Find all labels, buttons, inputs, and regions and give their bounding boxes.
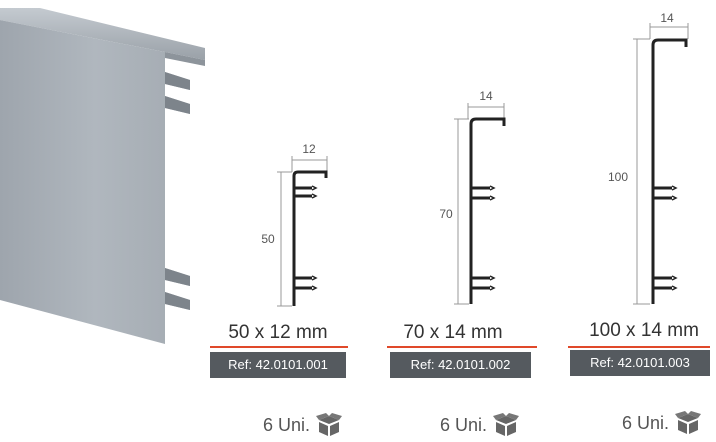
profile-1-pack-label: 6 Uni.	[263, 414, 311, 435]
profile-drawing-3: 14 100	[608, 11, 689, 305]
profile-photo	[0, 8, 205, 344]
profile-3-width-label: 14	[660, 11, 674, 25]
profile-2-ref-badge: Ref: 42.0101.002	[390, 352, 531, 378]
profile-1-ref-badge: Ref: 42.0101.001	[210, 352, 346, 378]
profile-3-pack: 6 Uni.	[622, 410, 702, 436]
profile-1-pack: 6 Uni.	[263, 412, 343, 438]
profile-3-underline	[568, 346, 710, 348]
profile-3-pack-label: 6 Uni.	[622, 412, 670, 433]
profile-2-size: 70 x 14 mm	[403, 322, 503, 343]
profile-drawing-1: 12 50	[261, 142, 328, 307]
profile-1-size: 50 x 12 mm	[228, 322, 328, 343]
profile-1-underline	[210, 346, 348, 348]
profile-1-width-label: 12	[302, 142, 316, 156]
profile-1-height-label: 50	[261, 232, 275, 246]
profile-2-height-label: 70	[439, 207, 453, 221]
profile-3-size: 100 x 14 mm	[589, 320, 699, 341]
profile-2-width-label: 14	[479, 89, 493, 103]
profile-3-height-label: 100	[608, 170, 628, 184]
box-icon	[316, 413, 343, 436]
profile-drawing-2: 14 70	[439, 89, 506, 305]
profile-3-ref-badge: Ref: 42.0101.003	[570, 350, 710, 376]
box-icon	[493, 413, 520, 436]
profile-2-pack: 6 Uni.	[440, 412, 520, 438]
profile-2-underline	[387, 346, 537, 348]
profile-2-pack-label: 6 Uni.	[440, 414, 488, 435]
box-icon	[675, 411, 702, 434]
